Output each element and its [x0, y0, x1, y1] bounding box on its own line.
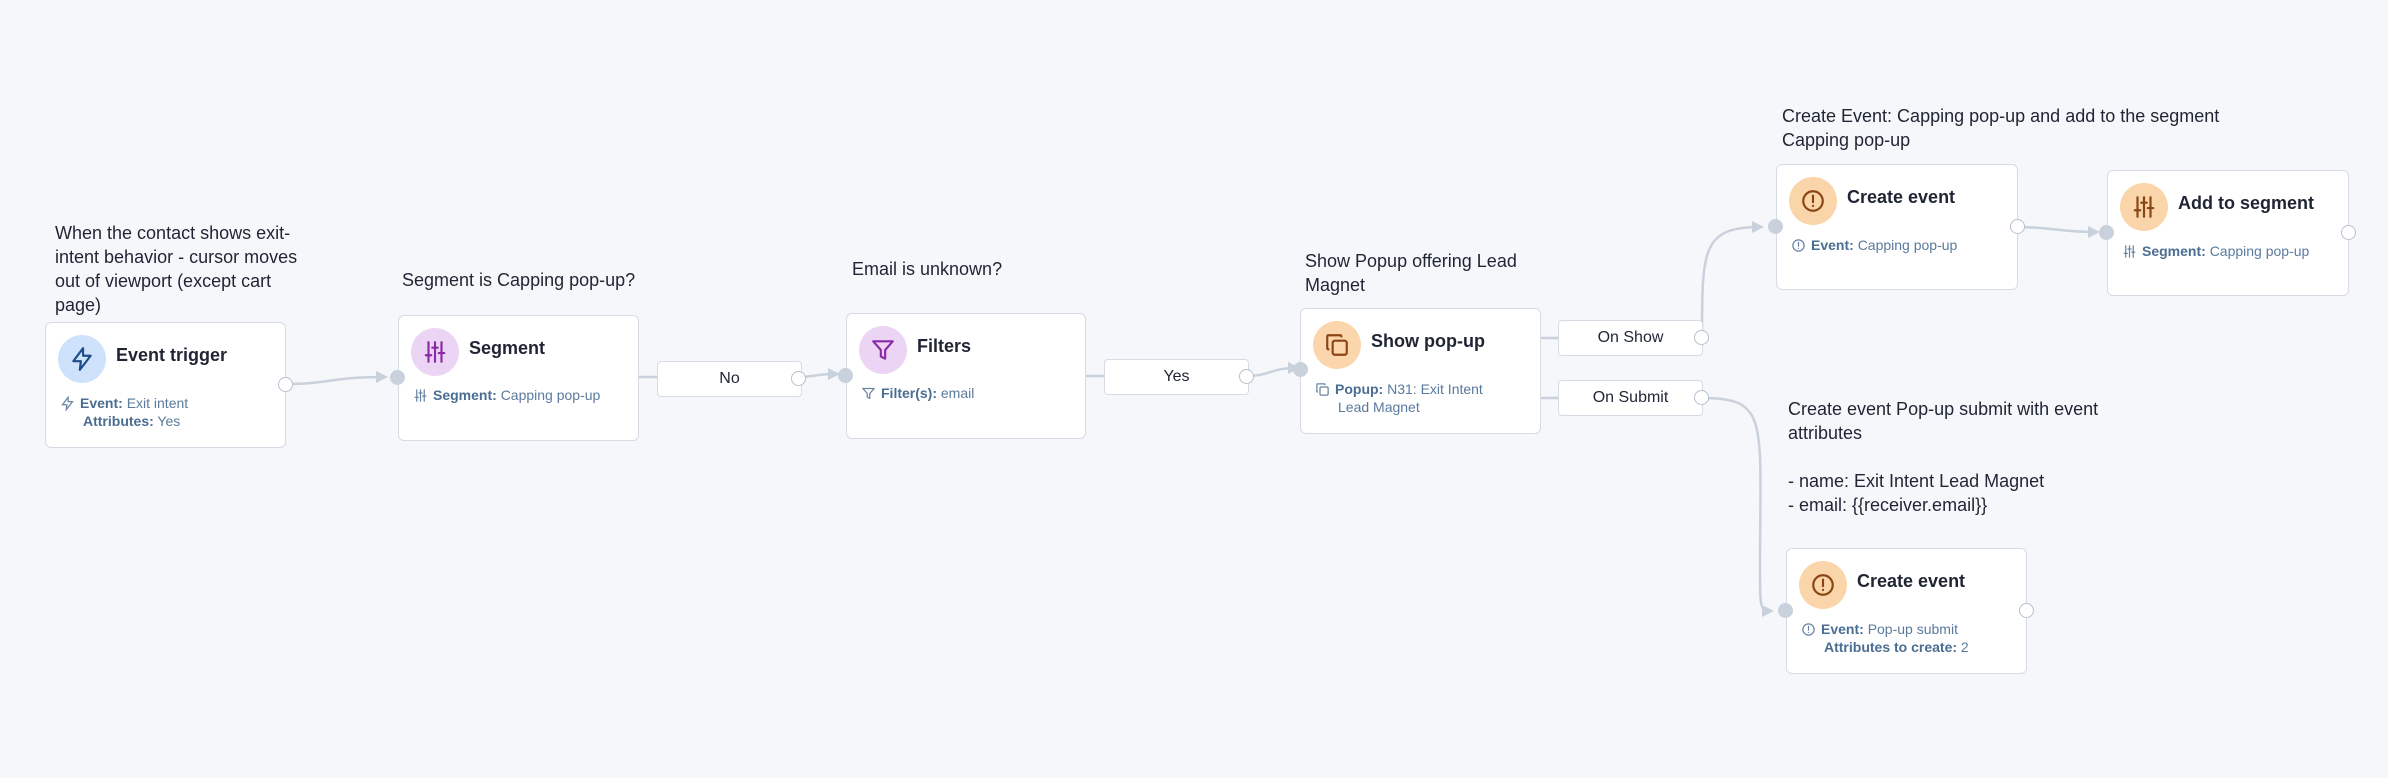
segment-value: Capping pop-up — [2209, 243, 2310, 259]
attributes-detail: Attributes: Yes — [60, 412, 180, 430]
filter-key: Filter(s): — [881, 385, 937, 401]
popup-value: N31: Exit Intent — [1387, 381, 1483, 397]
filter-value: email — [940, 385, 975, 401]
output-port[interactable] — [1239, 369, 1254, 384]
attributes-key: Attributes: — [83, 413, 154, 429]
copy-small-icon — [1316, 383, 1329, 396]
event-detail: Event: Pop-up submit — [1801, 620, 1958, 638]
output-port[interactable] — [791, 371, 806, 386]
segment-key: Segment: — [2142, 243, 2206, 259]
branch-yes-button[interactable]: Yes — [1104, 359, 1249, 395]
attributes-value: Yes — [157, 413, 181, 429]
alert-circle-small-icon — [1802, 623, 1815, 636]
attributes-detail: Attributes to create: 2 — [1801, 638, 1969, 656]
alert-circle-small-icon — [1792, 239, 1805, 252]
funnel-small-icon — [862, 387, 875, 400]
event-key: Event: — [1821, 621, 1864, 637]
node-filters[interactable]: Filters Filter(s): email — [846, 313, 1086, 439]
event-key: Event: — [1811, 237, 1854, 253]
popup-key: Popup: — [1335, 381, 1384, 397]
node-segment[interactable]: Segment Segment: Capping pop-up — [398, 315, 639, 441]
event-key: Event: — [80, 395, 123, 411]
branch-on-submit-button[interactable]: On Submit — [1558, 380, 1703, 416]
attributes-value: 2 — [1960, 639, 1969, 655]
annotation-filters: Email is unknown? — [852, 259, 1003, 279]
annotation-segment: Segment is Capping pop-up? — [402, 270, 636, 290]
node-title: Filters — [917, 336, 972, 356]
input-port[interactable] — [1778, 603, 1793, 618]
sliders-small-icon — [414, 389, 427, 402]
input-port[interactable] — [1768, 219, 1783, 234]
input-port[interactable] — [2099, 225, 2114, 240]
input-port[interactable] — [838, 368, 853, 383]
node-add-to-segment[interactable]: Add to segment Segment: Capping pop-up — [2107, 170, 2349, 296]
node-title: Create event — [1857, 571, 1966, 591]
node-title: Create event — [1847, 187, 1956, 207]
input-port[interactable] — [1293, 362, 1308, 377]
annotation-popup: Show Popup offering Lead Magnet — [1305, 251, 1517, 295]
node-title: Event trigger — [116, 345, 228, 365]
branch-on-show-button[interactable]: On Show — [1558, 320, 1703, 356]
event-detail: Event: Capping pop-up — [1791, 236, 1957, 254]
node-create-event-top[interactable]: Create event Event: Capping pop-up — [1776, 164, 2018, 290]
attributes-key: Attributes to create: — [1824, 639, 1958, 655]
output-port[interactable] — [1694, 330, 1709, 345]
annotation-create-event-bottom: Create event Pop-up submit with event at… — [1788, 399, 2099, 515]
annotation-trigger: When the contact shows exit- intent beha… — [55, 223, 298, 315]
node-create-event-bottom[interactable]: Create event Event: Pop-up submit Attrib… — [1786, 548, 2027, 674]
annotation-create-event-top: Create Event: Capping pop-up and add to … — [1782, 106, 2220, 150]
alert-circle-icon — [1789, 177, 1837, 225]
output-port[interactable] — [2341, 225, 2356, 240]
event-value: Exit intent — [126, 395, 189, 411]
output-port[interactable] — [1694, 390, 1709, 405]
event-detail: Event: Exit intent — [60, 394, 188, 412]
segment-value: Capping pop-up — [500, 387, 601, 403]
segment-detail: Segment: Capping pop-up — [413, 386, 600, 404]
node-title: Show pop-up — [1371, 331, 1485, 351]
alert-circle-icon — [1799, 561, 1847, 609]
output-port[interactable] — [2010, 219, 2025, 234]
lightning-small-icon — [61, 395, 74, 412]
sliders-icon — [2120, 183, 2168, 231]
copy-icon — [1313, 321, 1361, 369]
popup-detail-line2: Lead Magnet — [1338, 399, 1420, 415]
input-port[interactable] — [390, 370, 405, 385]
node-event-trigger[interactable]: Event trigger Event: Exit intent Attribu… — [45, 322, 286, 448]
funnel-icon — [859, 326, 907, 374]
segment-key: Segment: — [433, 387, 497, 403]
event-value: Capping pop-up — [1857, 237, 1958, 253]
segment-detail: Segment: Capping pop-up — [2122, 242, 2309, 260]
branch-no-button[interactable]: No — [657, 361, 802, 397]
filter-detail: Filter(s): email — [861, 384, 974, 402]
output-port[interactable] — [2019, 603, 2034, 618]
sliders-small-icon — [2123, 245, 2136, 258]
sliders-icon — [411, 328, 459, 376]
node-show-popup[interactable]: Show pop-up Popup: N31: Exit Intent Lead… — [1300, 308, 1541, 434]
lightning-icon — [58, 335, 106, 383]
node-title: Add to segment — [2178, 193, 2315, 213]
output-port[interactable] — [278, 377, 293, 392]
popup-detail: Popup: N31: Exit Intent — [1315, 380, 1483, 398]
node-title: Segment — [469, 338, 546, 358]
event-value: Pop-up submit — [1867, 621, 1958, 637]
